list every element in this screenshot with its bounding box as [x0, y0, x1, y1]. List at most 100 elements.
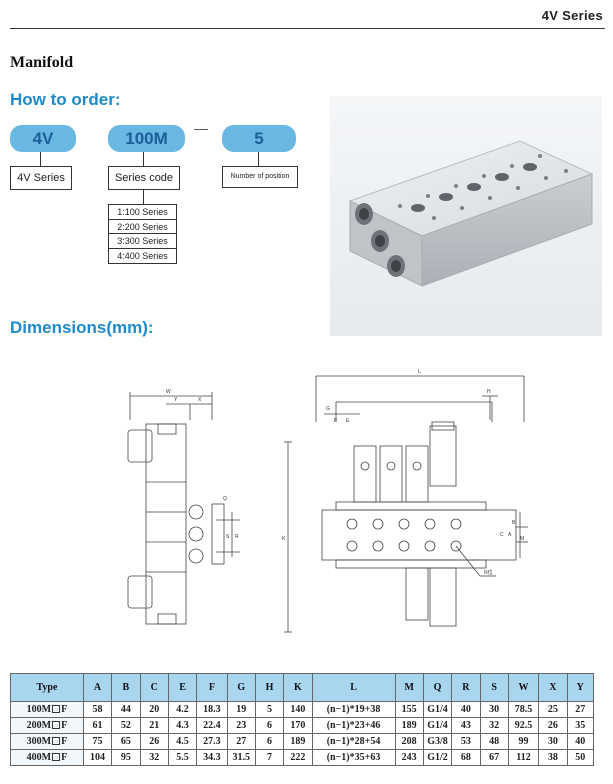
code-pill-position: 5	[222, 125, 296, 152]
code-dash	[194, 129, 208, 130]
col-header: L	[311, 673, 396, 702]
table-cell: 43	[451, 717, 481, 734]
table-cell: 27	[226, 733, 256, 750]
table-cell: 35	[566, 717, 595, 734]
drawing-label-x: X	[198, 397, 202, 403]
table-cell: 32	[479, 717, 509, 734]
table-cell: 5	[254, 701, 285, 718]
drawing-label-a: A	[508, 532, 512, 538]
series-option: 4:400 Series	[117, 250, 168, 261]
type-prefix: 100M	[26, 704, 52, 715]
drawing-label-b: B	[512, 520, 516, 526]
series-options-list: 1:100 Series 2:200 Series 3:300 Series 4…	[108, 204, 177, 264]
table-cell: 4.3	[167, 717, 198, 734]
connector-line	[40, 152, 41, 166]
table-cell: 5.5	[167, 749, 198, 766]
table-cell: 6	[254, 717, 285, 734]
type-suffix: F	[61, 752, 68, 763]
series-option: 2:200 Series	[109, 220, 176, 234]
spec-table-header-row: Type A B C E F G H K L M Q R S W X Y	[10, 673, 595, 702]
table-cell: 99	[507, 733, 540, 750]
type-cell: 200M F	[10, 717, 84, 734]
code-label-series-code: Series code	[108, 166, 180, 190]
drawing-label-f: F	[334, 418, 337, 424]
drawing-label-m: M	[520, 536, 524, 542]
connector-line	[143, 190, 144, 204]
table-cell: 22.4	[196, 717, 228, 734]
dimensions-heading: Dimensions(mm):	[10, 318, 154, 337]
drawing-label-c: C	[500, 532, 504, 538]
table-cell: G3/8	[422, 733, 453, 750]
code-pill-series-code: 100M	[108, 125, 185, 152]
checkbox-icon	[52, 721, 61, 729]
type-cell: 300M F	[10, 733, 84, 750]
table-cell: 112	[507, 749, 540, 766]
table-cell: 40	[451, 701, 481, 718]
drawing-label-w: W	[166, 389, 171, 395]
type-cell: 400M F	[10, 749, 84, 766]
table-cell: 243	[394, 749, 424, 766]
how-to-order-heading: How to order:	[10, 90, 121, 109]
type-suffix: F	[61, 736, 68, 747]
col-header: E	[167, 673, 198, 702]
col-header: H	[254, 673, 285, 702]
table-cell: 30	[479, 701, 509, 718]
table-cell: 25	[538, 701, 568, 718]
type-prefix: 400M	[26, 752, 52, 763]
table-cell: G1/4	[422, 701, 453, 718]
table-cell: 189	[283, 733, 313, 750]
drawing-label-l: L	[418, 369, 421, 375]
drawing-label-q: Q	[223, 496, 227, 502]
col-header: R	[451, 673, 481, 702]
code-pill-series: 4V	[10, 125, 76, 152]
table-cell: 50	[566, 749, 595, 766]
type-prefix: 200M	[26, 720, 52, 731]
drawing-label-r: R	[235, 534, 239, 540]
table-cell: 92.5	[507, 717, 540, 734]
table-cell: 38	[538, 749, 568, 766]
checkbox-icon	[52, 705, 61, 713]
col-header: Q	[422, 673, 453, 702]
table-cell: 32	[139, 749, 169, 766]
table-cell: G1/4	[422, 717, 453, 734]
drawing-label-s: S	[226, 534, 230, 540]
table-cell: 170	[283, 717, 313, 734]
table-cell: 67	[479, 749, 509, 766]
table-cell: 53	[451, 733, 481, 750]
col-header: Y	[566, 673, 595, 702]
page-title: Manifold	[10, 54, 74, 71]
table-cell: 140	[283, 701, 313, 718]
table-cell: 95	[111, 749, 141, 766]
table-cell: 208	[394, 733, 424, 750]
table-cell: 27	[566, 701, 595, 718]
table-cell: 65	[111, 733, 141, 750]
type-prefix: 300M	[26, 736, 52, 747]
table-cell: 30	[538, 733, 568, 750]
drawing-label-y: Y	[174, 397, 178, 403]
connector-line	[258, 152, 259, 166]
table-cell: 61	[82, 717, 113, 734]
col-header: X	[538, 673, 568, 702]
table-cell: 31.5	[226, 749, 256, 766]
col-header: M	[394, 673, 424, 702]
col-header: S	[479, 673, 509, 702]
drawing-label-k: K	[282, 536, 286, 542]
col-header: F	[196, 673, 228, 702]
table-cell: 6	[254, 733, 285, 750]
table-cell: 222	[283, 749, 313, 766]
drawing-label-g: G	[326, 406, 330, 412]
drawing-label-e: E	[346, 418, 350, 424]
spec-table: Type A B C E F G H K L M Q R S W X Y 100…	[10, 673, 595, 766]
table-cell: 52	[111, 717, 141, 734]
table-cell: 44	[111, 701, 141, 718]
type-suffix: F	[61, 720, 68, 731]
drawing-label-pos: N位	[484, 569, 493, 576]
table-cell: 75	[82, 733, 113, 750]
col-header: G	[226, 673, 256, 702]
table-cell: 19	[226, 701, 256, 718]
table-cell: 155	[394, 701, 424, 718]
